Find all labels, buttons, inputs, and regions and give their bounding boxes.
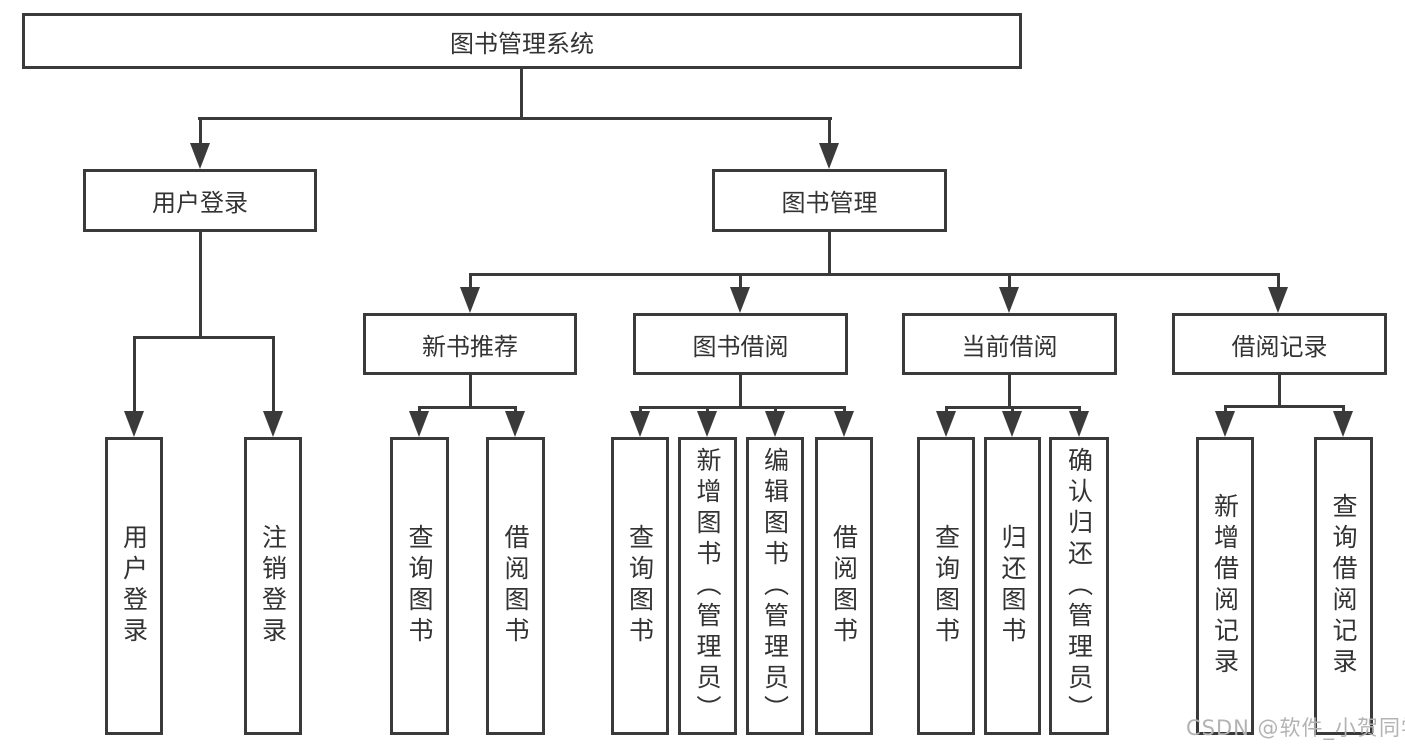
- node-book-borrow: 图书借阅: [633, 313, 848, 375]
- connector-drop-user-login: [199, 117, 202, 145]
- arrow-down-icon: [1002, 411, 1022, 437]
- node-borrow-records: 借阅记录: [1172, 313, 1387, 375]
- connector-current-borrow-stem: [1008, 375, 1011, 409]
- connector-root-stem: [520, 69, 523, 120]
- connector-drop-book-borrow: [739, 273, 742, 290]
- node-user-login: 用户登录: [83, 169, 317, 232]
- connector-drop-leaf: [1224, 405, 1227, 416]
- arrow-down-icon: [263, 411, 283, 437]
- connector-new-book-stem: [469, 375, 472, 409]
- leaf-return-book: 归还图书: [984, 437, 1041, 735]
- arrow-down-icon: [124, 411, 144, 437]
- arrow-down-icon: [730, 287, 750, 313]
- leaf-query-books-borrow: 查询图书: [611, 437, 669, 735]
- connector-book-management-stem: [828, 232, 831, 276]
- leaf-edit-book-admin: 编辑图书（管理员）: [746, 437, 804, 735]
- connector-borrow-records-rail: [1224, 405, 1345, 408]
- node-current-borrow: 当前借阅: [902, 313, 1117, 375]
- arrow-down-icon: [765, 411, 785, 437]
- arrow-down-icon: [697, 411, 717, 437]
- leaf-borrow-books: 借阅图书: [815, 437, 873, 735]
- node-new-book-recommend: 新书推荐: [363, 313, 577, 375]
- connector-new-book-rail: [418, 406, 517, 409]
- arrow-down-icon: [819, 143, 839, 169]
- node-root: 图书管理系统: [22, 13, 1022, 69]
- leaf-logout: 注销登录: [244, 437, 302, 735]
- leaf-add-book-admin: 新增图书（管理员）: [678, 437, 737, 735]
- connector-drop-leaf: [272, 336, 275, 416]
- connector-level3-rail: [469, 273, 1280, 276]
- connector-drop-leaf: [1342, 405, 1345, 416]
- connector-user-login-rail: [133, 336, 275, 339]
- arrow-down-icon: [505, 411, 525, 437]
- connector-level2-rail: [198, 117, 832, 120]
- arrow-down-icon: [409, 411, 429, 437]
- leaf-query-borrow-record: 查询借阅记录: [1314, 437, 1373, 735]
- leaf-user-login: 用户登录: [105, 437, 163, 735]
- connector-book-borrow-rail: [639, 406, 845, 409]
- arrow-down-icon: [190, 143, 210, 169]
- arrow-down-icon: [1069, 411, 1089, 437]
- connector-borrow-records-stem: [1278, 375, 1281, 408]
- arrow-down-icon: [460, 287, 480, 313]
- connector-drop-current-borrow: [1008, 273, 1011, 290]
- connector-book-borrow-stem: [739, 375, 742, 409]
- leaf-confirm-return-admin: 确认归还（管理员）: [1049, 437, 1109, 735]
- arrow-down-icon: [1268, 287, 1288, 313]
- connector-user-login-stem: [199, 232, 202, 339]
- leaf-query-books-current: 查询图书: [917, 437, 975, 735]
- connector-drop-new-book: [469, 273, 472, 290]
- leaf-borrow-books-recommend: 借阅图书: [486, 437, 545, 735]
- leaf-query-books-recommend: 查询图书: [390, 437, 449, 735]
- arrow-down-icon: [936, 411, 956, 437]
- node-book-management: 图书管理: [712, 169, 947, 232]
- arrow-down-icon: [999, 287, 1019, 313]
- watermark-text: CSDN @软件_小贺同学: [1186, 716, 1405, 740]
- connector-drop-leaf: [133, 336, 136, 416]
- connector-drop-borrow-records: [1277, 273, 1280, 290]
- arrow-down-icon: [1333, 411, 1353, 437]
- connector-drop-book-management: [828, 117, 831, 145]
- leaf-add-borrow-record: 新增借阅记录: [1196, 437, 1254, 735]
- arrow-down-icon: [1215, 411, 1235, 437]
- arrow-down-icon: [834, 411, 854, 437]
- arrow-down-icon: [630, 411, 650, 437]
